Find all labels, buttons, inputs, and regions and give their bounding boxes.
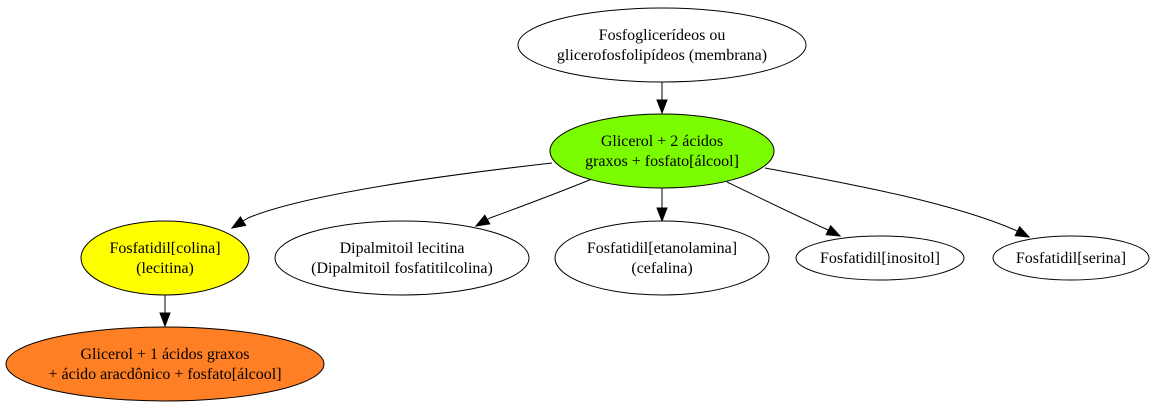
node-etanolamina: Fosfatidil[etanolamina] (cefalina) — [554, 220, 770, 296]
node-colina: Fosfatidil[colina] (lecitina) — [80, 220, 250, 296]
node-serina-label-line-1: Fosfatidil[serina] — [1016, 250, 1126, 267]
nodes-layer: Fosfoglicerídeos ou glicerofosfolipídeos … — [5, 7, 1150, 402]
node-dipalmitoil: Dipalmitoil lecitina (Dipalmitoil fosfati… — [274, 220, 530, 296]
node-center: Glicerol + 2 ácidos graxos + fosfato[álco… — [549, 113, 775, 189]
node-aracdonico-label-line-2: + ácido aracdônico + fosfato[álcool] — [48, 366, 281, 383]
node-aracdonico-label-line-1: Glicerol + 1 ácidos graxos — [81, 346, 250, 363]
node-dipalmitoil-label-line-1: Dipalmitoil lecitina — [340, 240, 465, 257]
node-center-label-line-2: graxos + fosfato[álcool] — [585, 153, 739, 170]
node-dipalmitoil-ellipse — [274, 220, 530, 296]
edge-center-to-colina — [247, 162, 553, 219]
edge-connector-center-to-serina — [1014, 229, 1030, 238]
edges-layer — [159, 82, 1031, 328]
edge-center-to-inositol — [726, 181, 827, 230]
node-dipalmitoil-label-line-2: (Dipalmitoil fosfatitilcolina) — [311, 260, 493, 277]
node-colina-ellipse — [80, 220, 250, 296]
node-root-label-line-2: glicerofosfolipídeos (membrana) — [557, 47, 767, 64]
edge-connector-center-to-dipalmitoil — [475, 217, 491, 227]
node-inositol: Fosfatidil[inositol] — [795, 235, 965, 281]
edge-center-to-dipalmitoil — [489, 178, 593, 219]
node-aracdonico-ellipse — [5, 326, 325, 402]
node-center-ellipse — [549, 113, 775, 189]
node-root-label-line-1: Fosfoglicerídeos ou — [599, 27, 726, 44]
node-root: Fosfoglicerídeos ou glicerofosfolipídeos … — [517, 7, 807, 83]
edge-center-to-serina — [764, 167, 1016, 231]
edge-connector-center-to-colina — [231, 217, 249, 229]
node-inositol-ellipse — [795, 235, 965, 281]
node-colina-label-line-2: (lecitina) — [136, 260, 194, 277]
node-root-ellipse — [517, 7, 807, 83]
node-aracdonico: Glicerol + 1 ácidos graxos + ácido aracdô… — [5, 326, 325, 402]
node-serina: Fosfatidil[serina] — [992, 235, 1150, 281]
node-center-label-line-1: Glicerol + 2 ácidos — [601, 133, 723, 150]
node-etanolamina-ellipse — [554, 220, 770, 296]
node-etanolamina-label-line-2: (cefalina) — [631, 260, 692, 277]
edge-connector-center-to-inositol — [825, 228, 841, 237]
node-colina-label-line-1: Fosfatidil[colina] — [109, 240, 220, 257]
node-serina-ellipse — [992, 235, 1150, 281]
node-inositol-label-line-1: Fosfatidil[inositol] — [820, 250, 940, 267]
node-etanolamina-label-line-1: Fosfatidil[etanolamina] — [587, 240, 737, 257]
